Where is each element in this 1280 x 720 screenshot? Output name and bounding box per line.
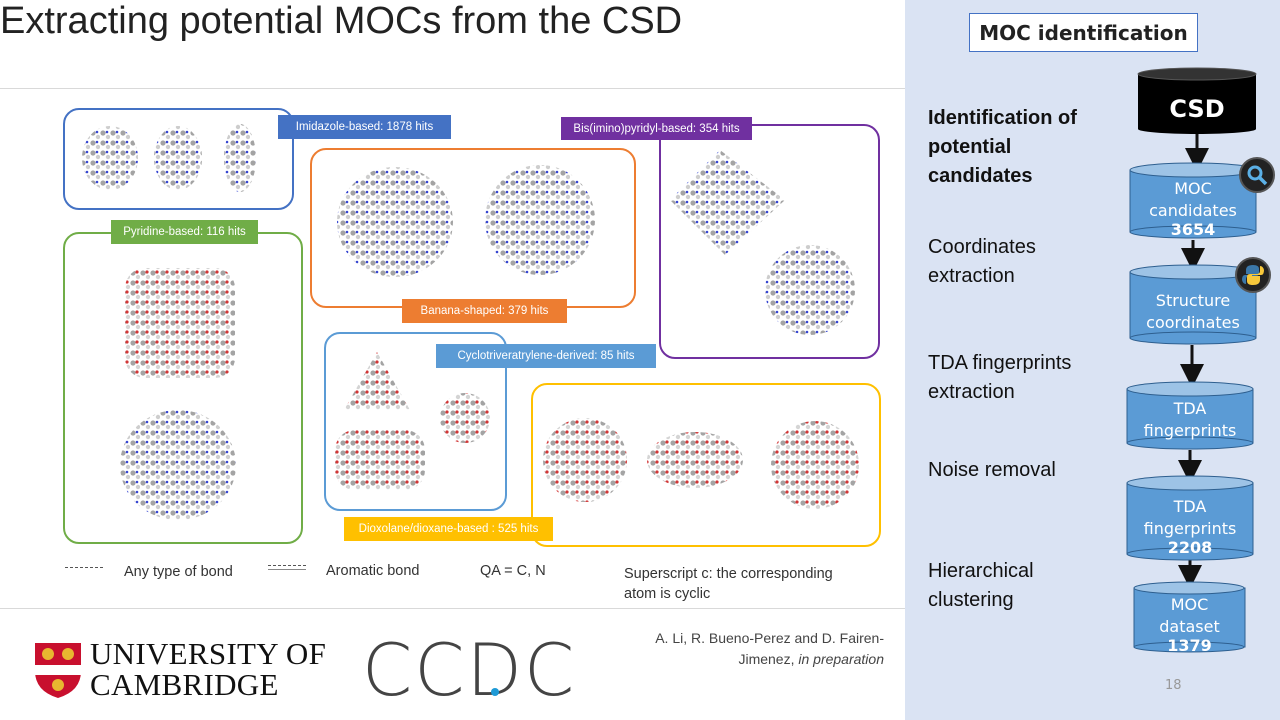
superscript-legend: Superscript c: the corresponding atom is…: [624, 566, 833, 602]
banana-hits-label: Banana-shaped: 379 hits: [402, 299, 567, 323]
panel-heading: MOC identification: [969, 13, 1198, 52]
pyridine-hits-label: Pyridine-based: 116 hits: [111, 220, 258, 244]
search-icon: [1239, 157, 1275, 193]
imidazole-hits-label: Imidazole-based: 1878 hits: [278, 115, 451, 139]
slide-title: Extracting potential MOCs from the CSD: [0, 0, 683, 42]
page-number: 18: [1165, 678, 1182, 693]
cyclotriveratrylene-hits-label: Cyclotriveratrylene-derived: 85 hits: [436, 344, 656, 368]
pipeline-diagram: [1126, 67, 1257, 653]
python-icon: [1235, 257, 1271, 293]
csd-label: CSD: [1169, 95, 1225, 123]
aromatic-bond-legend: Aromatic bond: [326, 563, 420, 579]
citation: A. Li, R. Bueno-Perez and D. Fairen- Jim…: [655, 630, 884, 667]
qa-legend: QA = C, N: [480, 563, 546, 579]
bisiminopyridyl-group-box: [659, 124, 880, 359]
imidazole-group-box: [63, 108, 294, 210]
cambridge-crest-icon: [35, 643, 81, 698]
any-bond-line-icon: [65, 567, 103, 568]
ccdc-logo: CCDC: [362, 628, 577, 712]
step-noise: Noise removal: [928, 459, 1056, 481]
footer-divider: [0, 608, 905, 609]
bisiminopyridyl-hits-label: Bis(imino)pyridyl-based: 354 hits: [561, 117, 752, 140]
cyclotriveratrylene-group-box: [324, 332, 507, 511]
aromatic-bond-line-icon: [268, 565, 306, 566]
csd-cylinder: [1137, 67, 1257, 134]
ccdc-logo-dot: [491, 688, 499, 696]
molecule-structures-image: [82, 124, 859, 520]
dioxolane-hits-label: Dioxolane/dioxane-based : 525 hits: [344, 517, 553, 541]
any-bond-legend: Any type of bond: [124, 564, 233, 580]
title-divider: [0, 88, 905, 89]
dioxolane-group-box: [531, 383, 881, 547]
